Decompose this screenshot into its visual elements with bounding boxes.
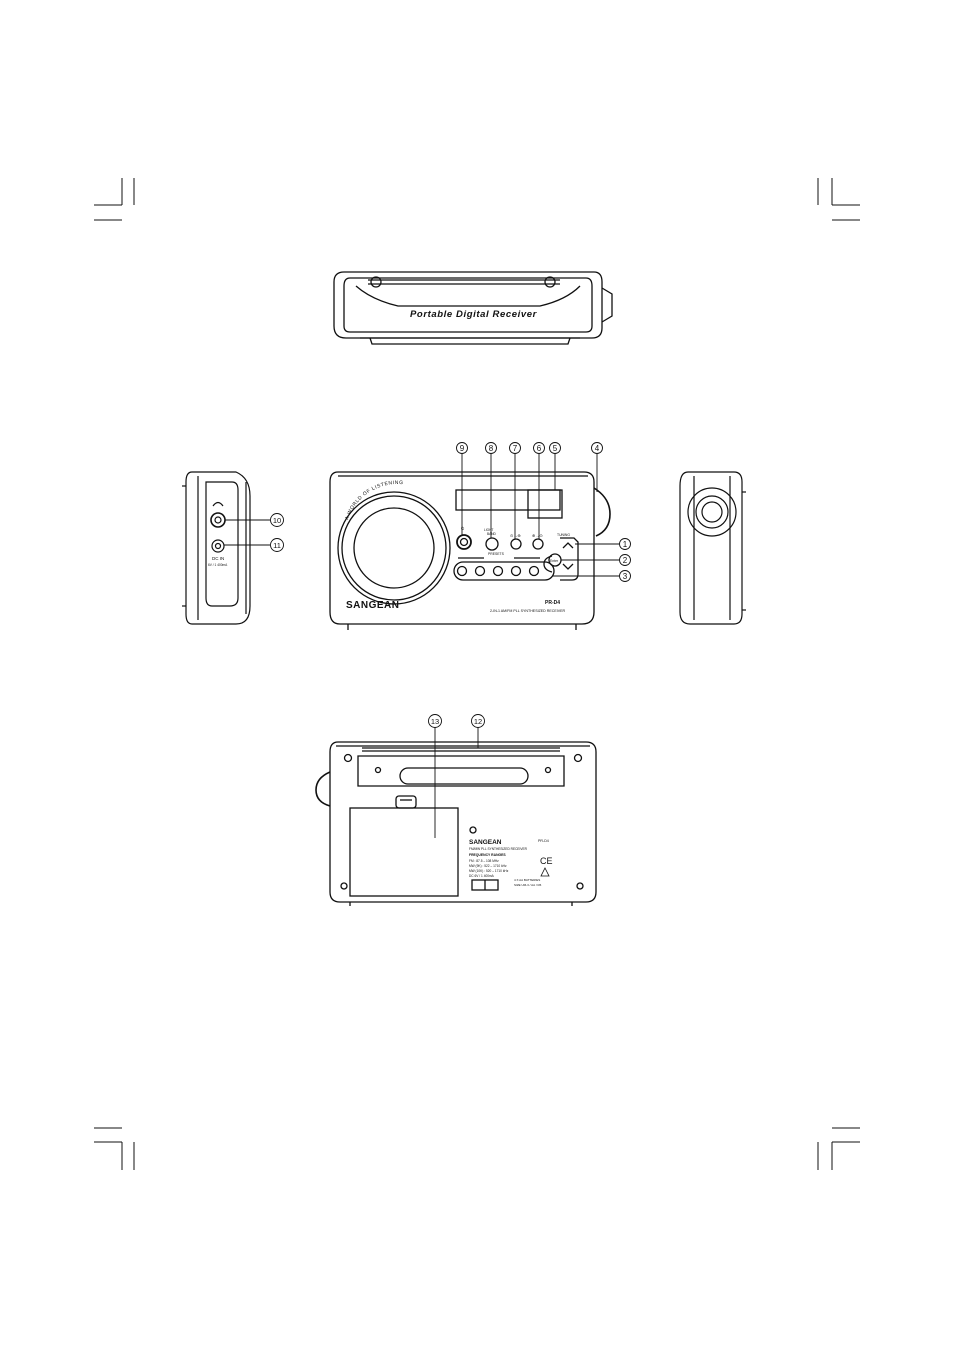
front-subtitle: 2-IN-1 AM/FM PLL SYNTHESIZED RECEIVER	[490, 609, 566, 613]
freq-heading: FREQUENCY RANGES	[469, 853, 506, 857]
radio-back-view	[315, 741, 597, 906]
callout-8: 8	[489, 444, 494, 453]
callout-5: 5	[553, 444, 558, 453]
callout-4: 4	[595, 444, 600, 453]
callout-1: 1	[623, 540, 628, 549]
callout-leaders	[224, 454, 619, 838]
battery-line-1: 4 X AA BATTERIES	[514, 878, 540, 882]
presets-label: PRESETS	[488, 552, 505, 556]
radio-right-side-view	[679, 471, 746, 625]
callout-3: 3	[623, 572, 628, 581]
front-brand: SANGEAN	[346, 600, 400, 611]
battery-line-2: SIZE UM-3 / AA / R6	[514, 883, 542, 887]
callout-12: 12	[474, 717, 482, 726]
callout-2: 2	[623, 556, 628, 565]
light-label: LIGHT	[484, 528, 493, 532]
front-model: PR-D4	[545, 600, 560, 606]
top-view-label: Portable Digital Receiver	[410, 309, 538, 320]
freq-line-1: FM : 87.5 – 108 MHz	[469, 859, 499, 863]
radio-front-view	[329, 471, 611, 630]
tuning-label: TUNING	[557, 533, 570, 537]
radio-left-side-view	[182, 471, 251, 625]
callout-numbers: 9 8 7 6 5 4 1 2 3 10 11 12 13	[273, 444, 628, 726]
callout-10: 10	[273, 516, 281, 525]
freq-line-3: MW (10K) : 520 – 1710 kHz	[469, 869, 509, 873]
callout-6: 6	[537, 444, 542, 453]
band-label: BAND	[487, 532, 497, 536]
freq-line-4: DC 6V / 1 400mA	[469, 874, 495, 878]
clock-icon: ⊕→⊙	[532, 533, 543, 538]
callout-7: 7	[513, 444, 518, 453]
dc-in-label: DC IN	[212, 556, 224, 561]
radio-top-view	[333, 271, 613, 345]
crop-marks	[94, 178, 860, 1170]
back-brand: SANGEAN	[469, 839, 502, 846]
callout-13: 13	[431, 717, 439, 726]
power-icon: ⏻	[461, 526, 465, 531]
freq-line-2: MW (9K) : 522 – 1710 kHz	[469, 864, 507, 868]
dc-rating-label: 6V / 1 400mA	[208, 563, 228, 567]
warning-icon	[540, 867, 550, 877]
back-receiver-line: FM/MW PLL SYNTHESIZED RECEIVER	[469, 847, 528, 851]
callout-9: 9	[460, 444, 465, 453]
back-model: PR-D4	[538, 839, 549, 843]
callout-circles	[270, 442, 631, 728]
enter-label: Enter	[550, 559, 559, 563]
callout-11: 11	[273, 541, 281, 550]
ce-mark: CE	[540, 856, 553, 866]
